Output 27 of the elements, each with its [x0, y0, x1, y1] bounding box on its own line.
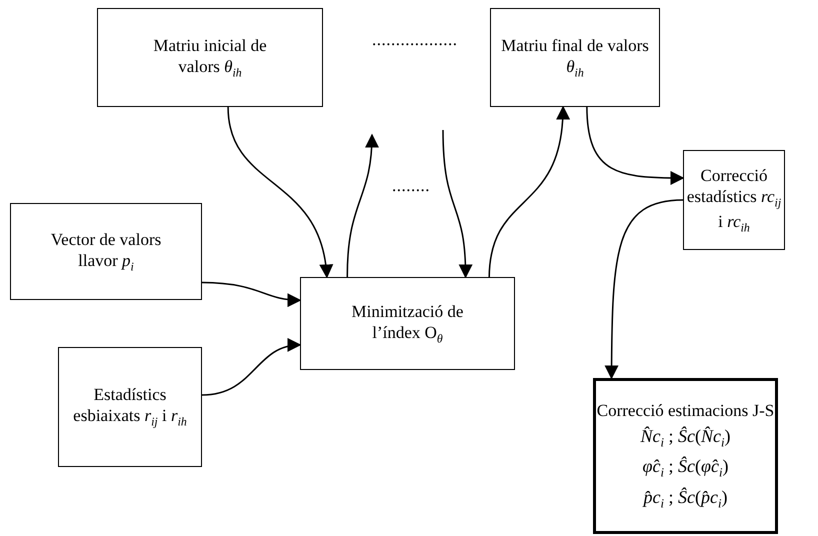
arrow: [604, 199, 684, 380]
arrow: [346, 134, 379, 278]
formula-text: p̂c$_{i}$ ; Ŝc(p̂c$_{i}$): [643, 486, 728, 512]
process-box: [490, 8, 660, 107]
box-label: Estadístics esbiaixats r$_{ij}$ i r$_{ih}$: [72, 384, 188, 430]
box-label: Matriu inicial de valors θ$_{ih}$: [152, 34, 268, 80]
process-box: [10, 203, 202, 300]
ellipsis-text: ........: [392, 176, 430, 196]
process-box: [683, 150, 785, 250]
ellipsis-text: ..................: [372, 30, 458, 50]
arrow: [488, 106, 570, 278]
box-label: Minimització de l’índex O$_{θ}$: [350, 300, 464, 346]
arrow: [442, 130, 472, 278]
box-label: Correcció estadístics rc$_{ij}$ i rc$_{ih}$: [686, 165, 782, 235]
arrow: [227, 106, 332, 278]
formula-text: φ̂c$_{i}$ ; Ŝc(φ̂c$_{i}$): [642, 455, 728, 482]
process-box: [58, 347, 202, 467]
arrow: [202, 339, 302, 396]
arrow: [202, 282, 302, 307]
box-label: Matriu final de valors θ$_{ih}$: [500, 34, 650, 80]
arrow: [586, 106, 684, 185]
box-label: Vector de valors llavor p$_{i}$: [50, 228, 162, 274]
formula-text: N̂c$_{i}$ ; Ŝc(N̂c$_{i}$): [640, 425, 730, 452]
process-box: [593, 378, 778, 534]
box-label: Correcció estimacions J-S: [596, 400, 774, 422]
process-box: [300, 277, 515, 370]
process-box: [97, 8, 323, 107]
